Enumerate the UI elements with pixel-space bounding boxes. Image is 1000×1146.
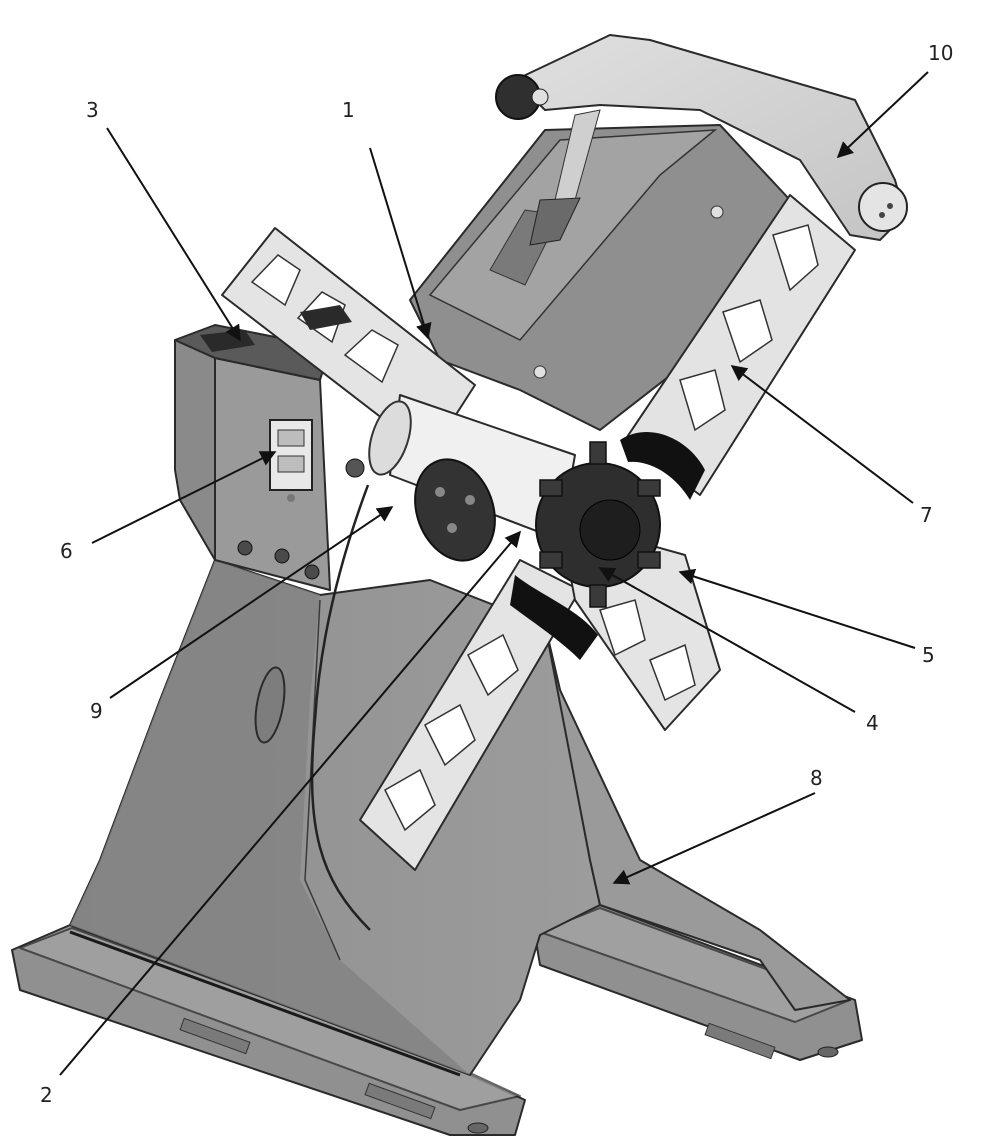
callout-7-leader <box>730 365 914 504</box>
head-housing <box>174 312 365 591</box>
callout-5-leader <box>678 568 916 649</box>
foot-edge-line <box>69 930 461 1077</box>
tilt-body-top <box>428 129 718 341</box>
callout-6-label: 6 <box>60 539 73 563</box>
callout-6-leader <box>91 451 277 544</box>
switch-box <box>269 419 313 502</box>
callout-8-leader <box>612 792 816 885</box>
callout-2-leader <box>59 530 522 1076</box>
callout-7-label: 7 <box>920 503 933 527</box>
cable <box>310 484 371 931</box>
callout-9-label: 9 <box>90 699 103 723</box>
base-bolts <box>237 458 365 580</box>
callout-5-label: 5 <box>922 643 935 667</box>
upper-arm <box>495 34 908 246</box>
callout-1-label: 1 <box>342 98 355 122</box>
arm-pivot <box>858 182 908 232</box>
callout-10-leader <box>836 71 929 159</box>
bolt-hole <box>467 1122 489 1134</box>
tilt-table-assembly <box>221 34 908 931</box>
callouts: 1 2 3 4 5 6 7 8 9 10 <box>40 41 953 1107</box>
rotation-clamp-marks <box>510 431 705 660</box>
callout-3-leader <box>106 127 241 342</box>
frame-right <box>624 194 856 496</box>
column-edge-line <box>304 599 341 961</box>
tilt-body-bolt <box>710 205 724 219</box>
foot-pad <box>704 1022 776 1060</box>
housing-left-face <box>174 339 216 561</box>
bolt-hole <box>817 1046 839 1058</box>
foot-pad <box>179 1017 251 1055</box>
foot-pad <box>364 1082 436 1120</box>
callout-9-leader <box>109 506 394 699</box>
callout-2-label: 2 <box>40 1083 53 1107</box>
slot-hole <box>254 666 286 744</box>
rotary-hub <box>535 441 661 608</box>
base-stand <box>11 559 863 1136</box>
callout-1-leader <box>369 147 432 340</box>
callout-4-leader <box>598 567 856 713</box>
gear-ring <box>414 458 496 562</box>
callout-4-label: 4 <box>866 711 879 735</box>
tube-end-left <box>368 400 412 476</box>
callout-8-label: 8 <box>810 766 823 790</box>
right-leg-web <box>544 624 851 1011</box>
callout-3-label: 3 <box>86 98 99 122</box>
tilt-body-bolt <box>533 365 547 379</box>
callout-10-label: 10 <box>928 41 953 65</box>
